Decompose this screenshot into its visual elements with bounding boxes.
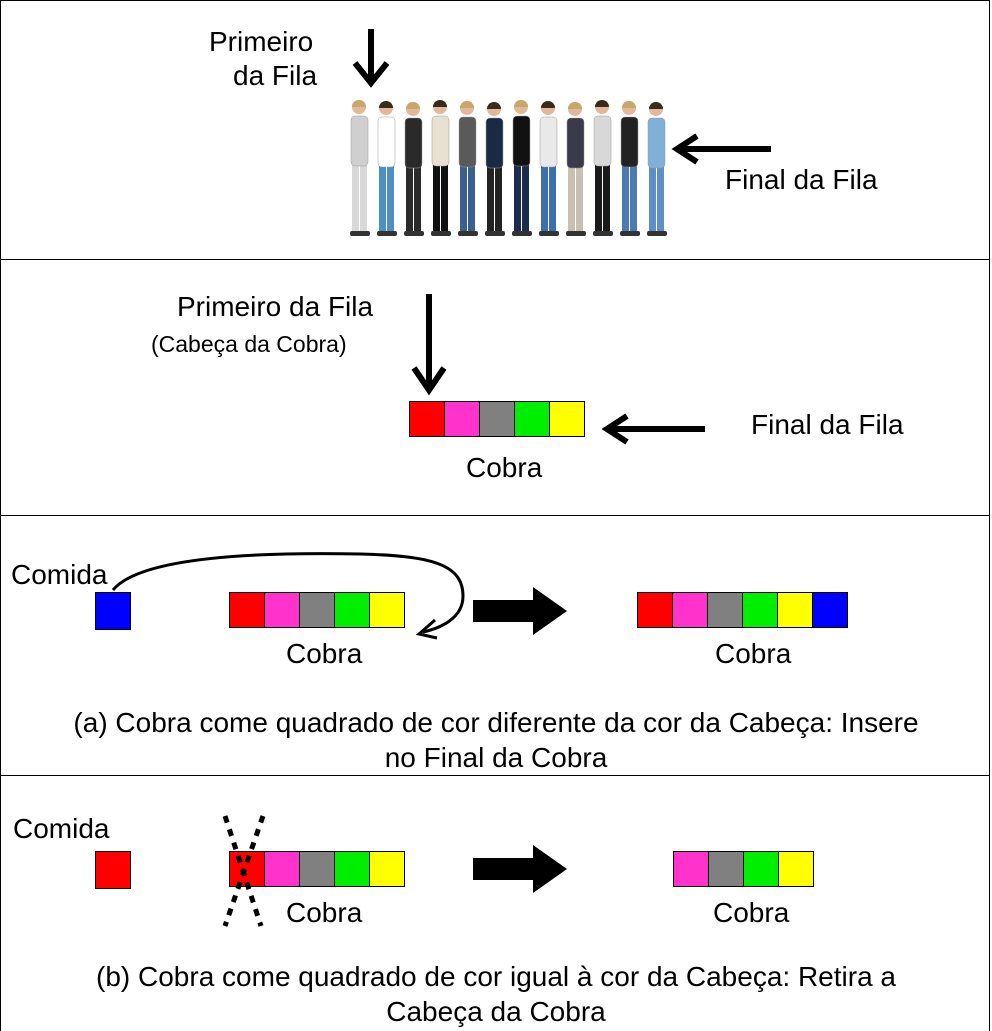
snake-segment-gray bbox=[707, 592, 743, 628]
result-arrow bbox=[473, 845, 567, 893]
snake-label: Cobra bbox=[466, 452, 543, 483]
person-figure bbox=[566, 102, 586, 236]
person-figure bbox=[404, 102, 424, 236]
insert-at-tail-curve-arrow bbox=[111, 552, 465, 640]
person-figure bbox=[458, 101, 478, 236]
snake-segment-magenta bbox=[264, 592, 300, 628]
snake-segment-magenta bbox=[673, 851, 709, 887]
snake-segment-red bbox=[409, 401, 445, 437]
snake-tail-arrow bbox=[601, 413, 705, 445]
first-in-queue-arrow bbox=[352, 29, 390, 88]
person-figure bbox=[539, 101, 559, 236]
person-figure bbox=[620, 101, 640, 236]
person-figure bbox=[647, 102, 667, 236]
snake-segment-green bbox=[334, 851, 370, 887]
end-of-queue-label: Final da Fila bbox=[751, 409, 904, 440]
snake-segment-magenta bbox=[672, 592, 708, 628]
first-in-queue-label-line2: da Fila bbox=[233, 60, 318, 91]
snake-segment-magenta bbox=[444, 401, 480, 437]
snake-segment-gray bbox=[708, 851, 744, 887]
snake-segment-blue bbox=[812, 592, 848, 628]
snake-segment-yellow bbox=[778, 851, 814, 887]
food-label: Comida bbox=[11, 559, 108, 590]
food-square bbox=[95, 851, 131, 889]
person-figure bbox=[593, 100, 613, 236]
snake bbox=[409, 401, 585, 438]
person-figure bbox=[377, 101, 397, 236]
queue-of-people-photo bbox=[350, 100, 667, 236]
snake-segment-green bbox=[743, 851, 779, 887]
snake-segment-gray bbox=[479, 401, 515, 437]
snake-head-arrow bbox=[411, 294, 447, 396]
snake-segment-red bbox=[637, 592, 673, 628]
snake-segment-red bbox=[229, 592, 265, 628]
first-in-queue-label-line1: Primeiro bbox=[209, 26, 314, 57]
panel-eat-different-color: Comida Cobra Cobra (a) Cobra come quadra… bbox=[0, 515, 990, 776]
person-figure bbox=[485, 102, 505, 236]
first-in-queue-label: Primeiro da Fila bbox=[177, 291, 374, 322]
caption-b-line1: (b) Cobra come quadrado de cor igual à c… bbox=[96, 961, 896, 992]
snake-after-label: Cobra bbox=[713, 897, 790, 928]
end-of-queue-label: Final da Fila bbox=[725, 164, 878, 195]
person-figure bbox=[512, 100, 532, 236]
snake-segment-yellow bbox=[549, 401, 585, 437]
snake-segment-yellow bbox=[777, 592, 813, 628]
snake-after bbox=[673, 851, 814, 888]
panel-eat-same-color: Comida Cobra Cobra (b) Cobra come quadra… bbox=[0, 775, 990, 1031]
snake-segment-gray bbox=[299, 851, 335, 887]
remove-head-cross-mark bbox=[222, 815, 266, 927]
snake-head-label: (Cabeça da Cobra) bbox=[151, 331, 347, 357]
food-label: Comida bbox=[13, 813, 110, 844]
end-of-queue-arrow bbox=[671, 133, 771, 165]
snake-segment-gray bbox=[299, 592, 335, 628]
snake-segment-yellow bbox=[369, 592, 405, 628]
snake-segment-yellow bbox=[369, 851, 405, 887]
person-figure bbox=[431, 100, 451, 236]
snake-segment-green bbox=[334, 592, 370, 628]
snake-segment-green bbox=[742, 592, 778, 628]
snake-after bbox=[637, 592, 848, 629]
result-arrow bbox=[473, 587, 567, 635]
snake-segment-magenta bbox=[264, 851, 300, 887]
panel-queue-photo: Primeiro da Fila Final da Fila bbox=[0, 0, 990, 260]
snake-before-label: Cobra bbox=[286, 897, 363, 928]
snake-segment-green bbox=[514, 401, 550, 437]
snake-after-label: Cobra bbox=[715, 638, 792, 669]
snake-before-label: Cobra bbox=[286, 638, 363, 669]
caption-a-line2: no Final da Cobra bbox=[384, 742, 608, 773]
snake-before bbox=[229, 592, 405, 629]
snake-before bbox=[229, 851, 405, 888]
food-square bbox=[95, 592, 131, 630]
caption-b-line2: Cabeça da Cobra bbox=[386, 996, 606, 1027]
person-figure bbox=[350, 100, 370, 236]
caption-a-line1: (a) Cobra come quadrado de cor diferente… bbox=[73, 707, 919, 738]
panel-snake-queue: Primeiro da Fila (Cabeça da Cobra) Final… bbox=[0, 259, 990, 516]
